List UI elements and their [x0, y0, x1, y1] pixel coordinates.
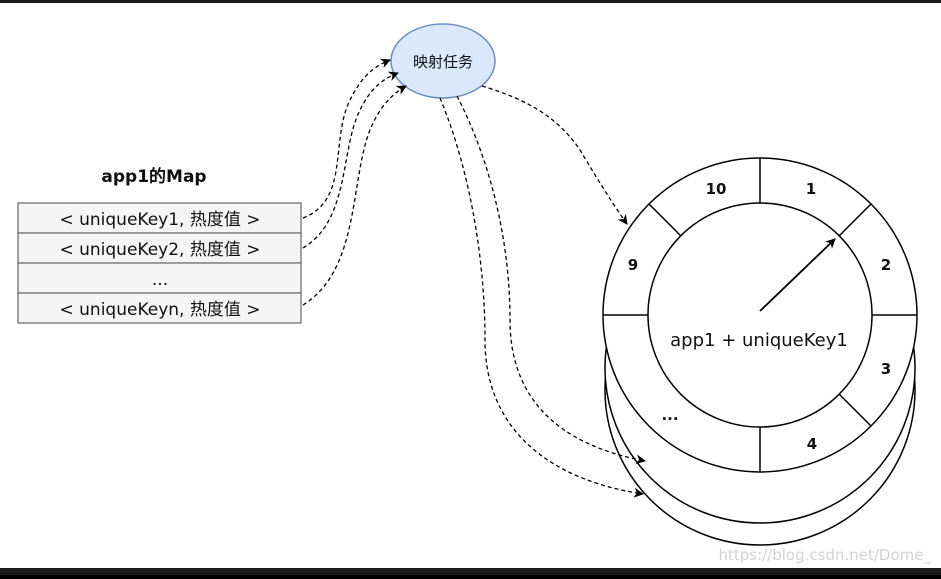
- map-to-task-arrows: [302, 58, 407, 306]
- arrow-task-to-ring-middle: [456, 95, 646, 465]
- segment-label-ellipsis: ...: [661, 406, 678, 424]
- ring-center-label: app1 + uniqueKey1: [670, 330, 848, 351]
- ring-front: 10 1 2 3 4 ... 9 app1 + uniqueKey1: [602, 157, 918, 473]
- task-to-ring-arrows: [439, 85, 646, 498]
- map-row-1-text: < uniqueKey1, 热度值 >: [59, 210, 260, 230]
- arrow-row4-to-task: [302, 85, 407, 306]
- map-title: app1的Map: [101, 166, 206, 187]
- divider-bottom-right: [838, 393, 872, 427]
- ring-pointer-arrow: [759, 238, 836, 312]
- arrow-task-to-ring-back: [439, 97, 644, 498]
- arrow-row2-to-task: [302, 71, 399, 249]
- map-row-4: [17, 292, 302, 324]
- map-row-1: [17, 202, 302, 234]
- mapping-task-ellipse: [390, 23, 496, 99]
- segment-label-9: 9: [628, 256, 638, 274]
- segment-label-4: 4: [807, 435, 817, 453]
- map-row-3: [17, 262, 302, 294]
- bottom-frame-bar: [0, 568, 941, 575]
- map-row-4-text: < uniqueKeyn, 热度值 >: [60, 300, 261, 320]
- map-table: < uniqueKey1, 热度值 > < uniqueKey2, 热度值 > …: [17, 202, 302, 324]
- segment-label-10: 10: [706, 180, 727, 198]
- mapping-task-node: 映射任务: [390, 23, 496, 99]
- map-row-2: [17, 232, 302, 264]
- arrow-row1-to-task: [302, 58, 391, 219]
- watermark: https://blog.csdn.net/Dome_: [718, 546, 931, 565]
- segment-label-2: 2: [881, 256, 891, 274]
- map-row-2-text: < uniqueKey2, 热度值 >: [59, 240, 260, 260]
- divider-top-right: [838, 203, 872, 237]
- ring-inner: [647, 202, 873, 428]
- divider-top-left: [648, 203, 682, 237]
- mapping-task-label: 映射任务: [413, 53, 473, 71]
- map-row-3-text: ...: [152, 270, 168, 290]
- top-frame-bar: [0, 0, 941, 3]
- arrow-task-to-ring-front: [481, 85, 628, 225]
- segment-label-1: 1: [806, 180, 816, 198]
- segment-label-3: 3: [881, 360, 891, 378]
